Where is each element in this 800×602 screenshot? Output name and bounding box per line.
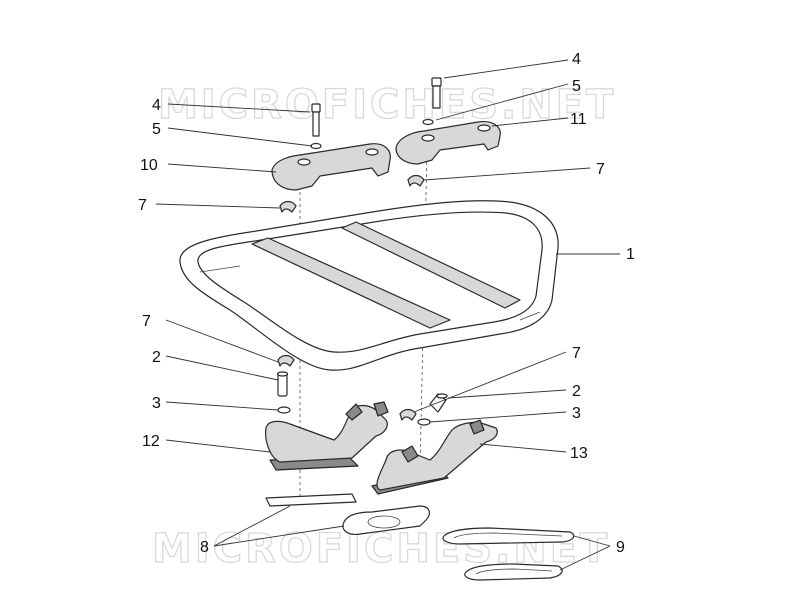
spacer-upper-right-part [407,174,425,187]
callout-1: 1 [626,246,635,263]
washer-left-part [310,142,322,150]
callout-5-left: 5 [152,121,161,138]
callout-4-left: 4 [152,97,161,114]
callout-7-lower-left: 7 [142,313,151,330]
callout-3-left: 3 [152,395,161,412]
watermark-top: MICROFICHES.NET [158,82,616,128]
washer-lower-right-part [417,418,431,426]
callout-4-right: 4 [572,51,581,68]
callout-2-right: 2 [572,383,581,400]
gasket-left-part [265,493,357,507]
sleeve-left-part [276,371,289,397]
bolt-right-part [431,77,442,109]
callout-7-lower-right: 7 [572,345,581,362]
callout-13: 13 [570,445,588,462]
callout-2-left: 2 [152,349,161,366]
callout-3-right: 3 [572,405,581,422]
left-mounting-base-part [265,401,389,471]
right-mounting-base-part [371,419,498,495]
left-support-bracket-part [271,143,391,191]
callout-8: 8 [200,539,209,556]
leader-lines [155,59,620,571]
plate-upper-part [442,527,575,545]
callout-12: 12 [142,433,160,450]
washer-right-part [422,118,434,126]
gasket-right-part [342,505,430,535]
spacer-lower-right-part [399,408,417,421]
right-support-bracket-part [395,121,501,165]
callout-10: 10 [140,157,158,174]
bolt-left-part [311,103,321,137]
callout-11: 11 [570,111,587,128]
callout-5-right: 5 [572,78,581,95]
plate-lower-part [464,563,563,581]
sleeve-right-part [429,393,448,413]
spacer-lower-left-part [277,354,295,367]
rack-frame-part [179,200,559,371]
callout-7-upper-left: 7 [138,197,147,214]
washer-lower-left-part [277,406,291,414]
callout-7-upper-right: 7 [596,161,605,178]
spacer-upper-left-part [279,200,297,213]
callout-9: 9 [616,539,625,556]
